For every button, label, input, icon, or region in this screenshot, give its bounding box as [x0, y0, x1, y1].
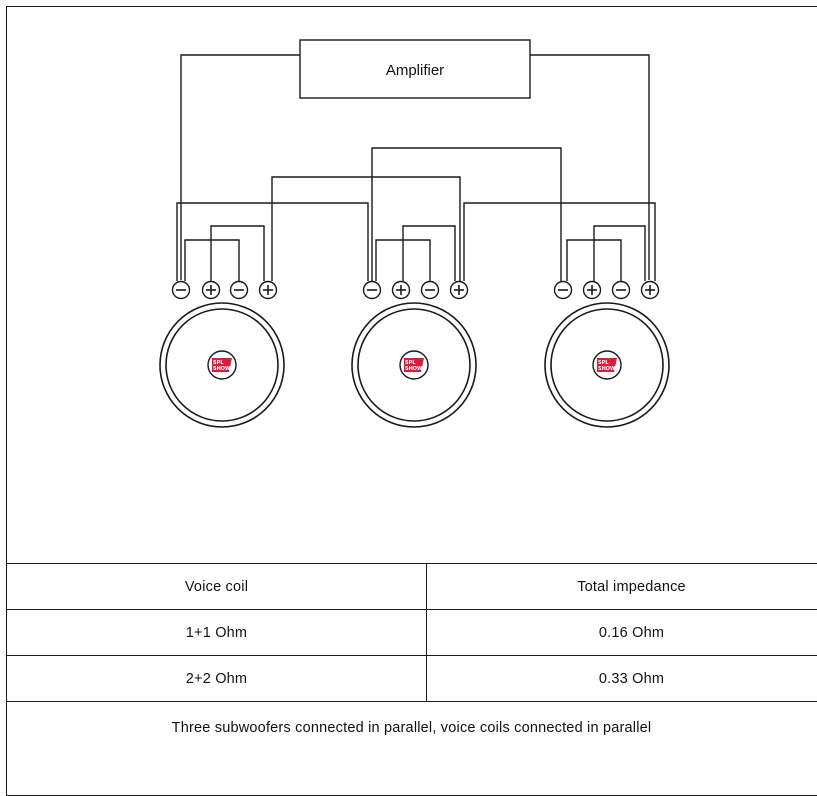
- terminal-plus-icon: [642, 282, 659, 299]
- coil-jumper-plus: [403, 226, 455, 281]
- diagram-caption: Three subwoofers connected in parallel, …: [6, 720, 817, 736]
- terminal-plus-icon: [393, 282, 410, 299]
- cell-voice-coil: 2+2 Ohm: [7, 656, 427, 702]
- spl-show-logo-icon: SPL SHOW: [208, 351, 236, 379]
- logo-text-bottom: SHOW: [405, 366, 423, 372]
- amplifier-label: Amplifier: [386, 62, 444, 79]
- amplifier-block: Amplifier: [300, 40, 530, 98]
- subwoofer-1: SPL SHOW: [160, 226, 284, 427]
- wiring-diagram: Amplifier SPL SHOW: [0, 0, 817, 560]
- wire-neg-s2-s3: [372, 148, 561, 281]
- terminal-plus-icon: [260, 282, 277, 299]
- terminal-minus-icon: [422, 282, 439, 299]
- header-voice-coil: Voice coil: [7, 564, 427, 610]
- subwoofer-2: SPL SHOW: [352, 226, 476, 427]
- logo-text-bottom: SHOW: [213, 366, 231, 372]
- terminal-minus-icon: [555, 282, 572, 299]
- parallel-wires: [177, 148, 655, 281]
- terminal-minus-icon: [231, 282, 248, 299]
- table-header-row: Voice coil Total impedance: [7, 564, 817, 610]
- coil-jumper-minus: [185, 240, 239, 281]
- header-total-impedance: Total impedance: [427, 564, 817, 610]
- coil-jumper-plus: [594, 226, 645, 281]
- cell-total-impedance: 0.33 Ohm: [427, 656, 817, 702]
- terminal-plus-icon: [451, 282, 468, 299]
- subwoofer-3: SPL SHOW: [545, 226, 669, 427]
- terminal-plus-icon: [203, 282, 220, 299]
- terminal-minus-icon: [364, 282, 381, 299]
- terminal-minus-icon: [173, 282, 190, 299]
- spl-show-logo-icon: SPL SHOW: [593, 351, 621, 379]
- table-row: 1+1 Ohm 0.16 Ohm: [7, 610, 817, 656]
- table-row: 2+2 Ohm 0.33 Ohm: [7, 656, 817, 702]
- wire-amp-positive: [530, 55, 649, 280]
- wire-amp-negative: [181, 55, 300, 280]
- wire-pos-s2-s3: [464, 203, 655, 281]
- logo-text-bottom: SHOW: [598, 366, 616, 372]
- cell-total-impedance: 0.16 Ohm: [427, 610, 817, 656]
- spl-show-logo-icon: SPL SHOW: [400, 351, 428, 379]
- cell-voice-coil: 1+1 Ohm: [7, 610, 427, 656]
- impedance-table: Voice coil Total impedance 1+1 Ohm 0.16 …: [6, 563, 817, 702]
- terminal-minus-icon: [613, 282, 630, 299]
- terminal-plus-icon: [584, 282, 601, 299]
- coil-jumper-plus: [211, 226, 264, 281]
- wire-pos-s1-s2: [272, 177, 460, 281]
